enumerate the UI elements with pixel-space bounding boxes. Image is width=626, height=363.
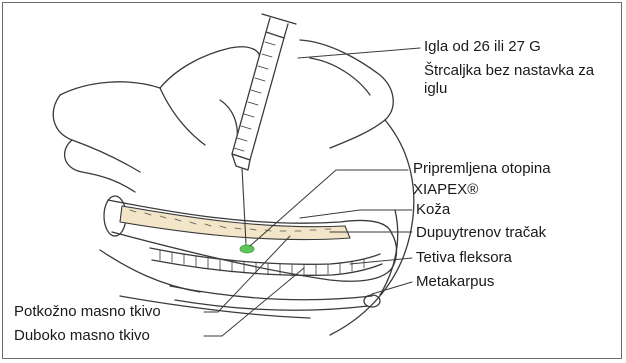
xiapex-solution-spot (240, 245, 254, 253)
label-metacarpus: Metakarpus (416, 273, 494, 291)
metacarpus-bone (170, 286, 380, 310)
leader-needle (298, 48, 420, 58)
label-solution-line2: XIAPEX® (413, 181, 478, 199)
leader-tendon (350, 258, 412, 264)
label-needle: Igla od 26 ili 27 G (424, 38, 541, 56)
label-subcutaneous-fat: Potkožno masno tkivo (14, 303, 161, 321)
label-cord: Dupuytrenov tračak (416, 224, 546, 242)
label-deep-fat: Duboko masno tkivo (14, 327, 150, 345)
label-tendon: Tetiva fleksora (416, 249, 512, 267)
label-syringe: Štrcaljka bez nastavka za iglu (424, 62, 614, 98)
leader-lines (204, 48, 420, 336)
label-skin: Koža (416, 201, 450, 219)
leader-metacarpus (372, 282, 412, 294)
leader-deep (204, 268, 304, 336)
syringe (232, 14, 296, 170)
label-solution-line1: Pripremljena otopina (413, 160, 551, 178)
hand-outline (53, 40, 414, 335)
